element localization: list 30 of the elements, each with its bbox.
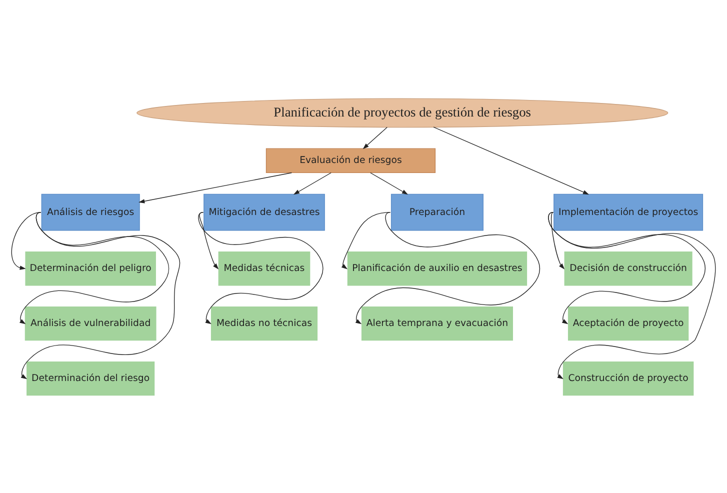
node-box: Determinación del riesgo [26, 360, 155, 396]
node-box: Análisis de vulnerabilidad [24, 306, 156, 340]
arrow [355, 211, 540, 324]
node-box: Preparación [390, 193, 484, 230]
arrow [433, 126, 590, 194]
node-box: Análisis de riesgos [41, 193, 140, 230]
arrow [362, 126, 388, 149]
arrow [138, 172, 292, 203]
node-box: Medidas no técnicas [210, 306, 318, 340]
arrow [11, 211, 42, 270]
node-box: Mitigación de desastres [204, 193, 325, 230]
node-box: Implementación de proyectos [554, 193, 704, 230]
node-box: Alerta temprana y evacuación [361, 306, 513, 340]
node-ellipse: Planificación de proyectos de gestión de riesgos [136, 98, 668, 128]
arrow [293, 172, 332, 194]
node-box: Construcción de proyecto [562, 360, 694, 396]
node-box: Determinación del peligro [25, 251, 156, 286]
arrow [198, 211, 324, 324]
arrow [550, 211, 565, 269]
node-box: Aceptación de proyecto [568, 306, 689, 340]
arrow [20, 211, 180, 379]
node-box: Planificación de auxilio en desastres [347, 251, 528, 286]
arrow [370, 172, 408, 194]
arrow [341, 211, 391, 269]
node-box: Evaluación de riesgos [266, 148, 436, 173]
arrow [199, 211, 219, 269]
arrow [548, 211, 706, 324]
node-box: Medidas técnicas [218, 251, 310, 286]
node-box: Decisión de construcción [564, 251, 692, 286]
arrow [548, 211, 716, 379]
